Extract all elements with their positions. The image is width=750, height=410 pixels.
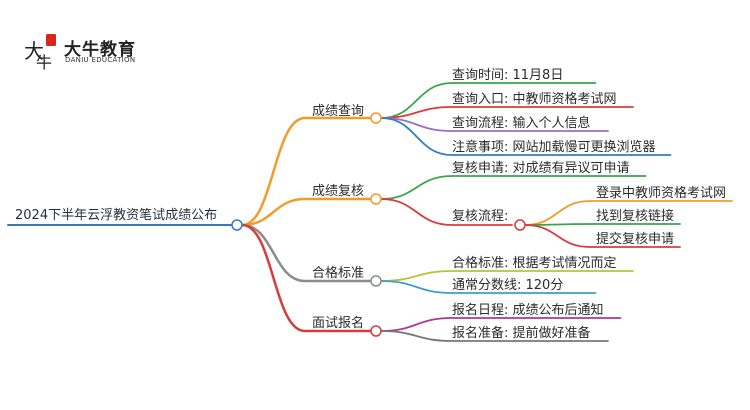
leaf-label-signup-schedule: 报名日程: 成绩公布后通知 (452, 303, 604, 318)
leaf-label-query-time: 查询时间: 11月8日 (452, 68, 564, 83)
leaf-label-query-notes: 注意事项: 网站加载慢可更换浏览器 (452, 140, 656, 155)
svg-text:牛: 牛 (36, 53, 52, 72)
branch-node-circle (370, 325, 382, 337)
branch-connector (240, 223, 373, 283)
mindmap-root-label: 2024下半年云浮教资笔试成绩公布 (15, 208, 218, 223)
subleaf-connector (524, 200, 733, 226)
branch-connector (240, 116, 373, 227)
branch-label-score-query: 成绩查询 (312, 104, 365, 119)
subbranch-node-circle (514, 219, 526, 231)
branch-label-pass-standard: 合格标准 (312, 266, 365, 281)
leaf-label-pass-standard: 合格标准: 根据考试情况而定 (452, 256, 617, 271)
branch-connector (240, 223, 373, 333)
subleaf-label-find-link: 找到复核链接 (596, 209, 675, 224)
leaf-connector (380, 82, 597, 119)
leaf-connector (380, 117, 672, 156)
subleaf-label-login: 登录中教师资格考试网 (596, 186, 727, 201)
leaf-label-cutoff-score: 通常分数线: 120分 (452, 278, 564, 293)
leaf-connector (380, 280, 597, 294)
subleaf-connector (524, 224, 681, 248)
branch-label-interview-signup: 面试报名 (312, 316, 365, 331)
branch-connector (240, 197, 373, 227)
leaf-label-signup-prep: 报名准备: 提前做好准备 (452, 326, 591, 341)
leaf-label-query-entry: 查询入口: 中教师资格考试网 (452, 92, 617, 107)
leaf-label-review-apply: 复核申请: 对成绩有异议可申请 (452, 161, 630, 176)
leaf-connector (380, 317, 622, 332)
subleaf-label-submit: 提交复核申请 (596, 232, 675, 247)
branch-node-circle (370, 112, 382, 124)
branch-node-circle (370, 275, 382, 287)
branch-label-score-review: 成绩复核 (312, 184, 365, 199)
leaf-label-review-process: 复核流程: (452, 209, 509, 224)
brand-name: 大牛教育 (64, 40, 136, 60)
svg-text:大: 大 (24, 39, 44, 63)
brand-logo: 大 牛 大牛教育 DANIU EDUCATION (22, 32, 172, 72)
root-node-circle (231, 219, 243, 231)
daniu-logo-mark-icon: 大 牛 (24, 34, 56, 72)
leaf-label-query-process: 查询流程: 输入个人信息 (452, 116, 591, 131)
leaf-connector (380, 175, 647, 200)
leaf-connector (380, 106, 634, 119)
brand-subtitle: DANIU EDUCATION (65, 56, 136, 64)
branch-node-circle (370, 193, 382, 205)
leaf-connector (380, 330, 609, 342)
leaf-connector (380, 198, 513, 226)
